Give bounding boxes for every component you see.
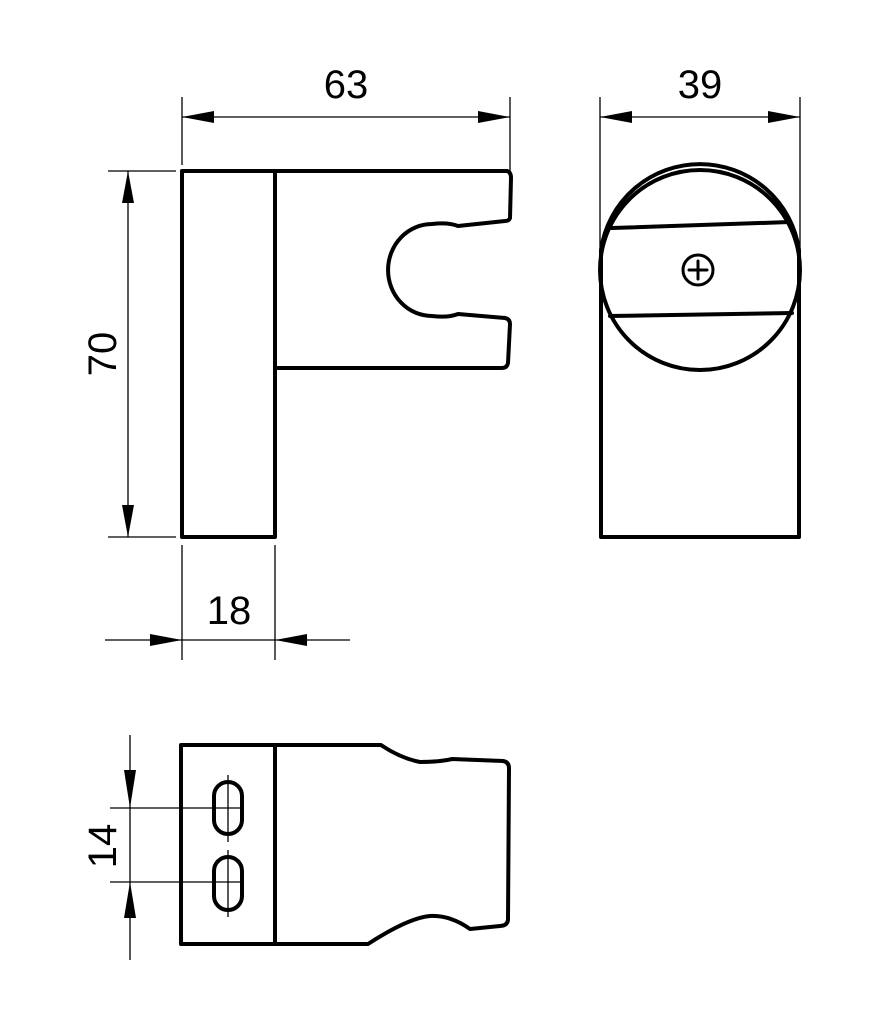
plate-top (179, 743, 277, 946)
holder-top (273, 743, 511, 946)
front-view (180, 169, 513, 539)
top-view (110, 743, 511, 946)
dimension-label-39: 39 (678, 63, 723, 107)
dimension-39: 39 (599, 63, 801, 270)
dimension-63: 63 (181, 63, 511, 200)
dimension-label-63: 63 (324, 63, 369, 107)
side-body (599, 162, 801, 539)
dimension-70: 70 (81, 170, 176, 538)
holder-arm (273, 169, 513, 370)
dimension-18: 18 (105, 545, 350, 660)
side-view (598, 162, 802, 539)
screw-icon (681, 253, 715, 287)
dimension-14: 14 (81, 735, 136, 960)
dimension-label-18: 18 (207, 589, 252, 633)
wall-plate (180, 169, 277, 539)
chord-bottom (608, 311, 794, 318)
dimension-label-14: 14 (81, 824, 125, 869)
dimension-label-70: 70 (81, 332, 125, 377)
chord-top (610, 220, 792, 230)
